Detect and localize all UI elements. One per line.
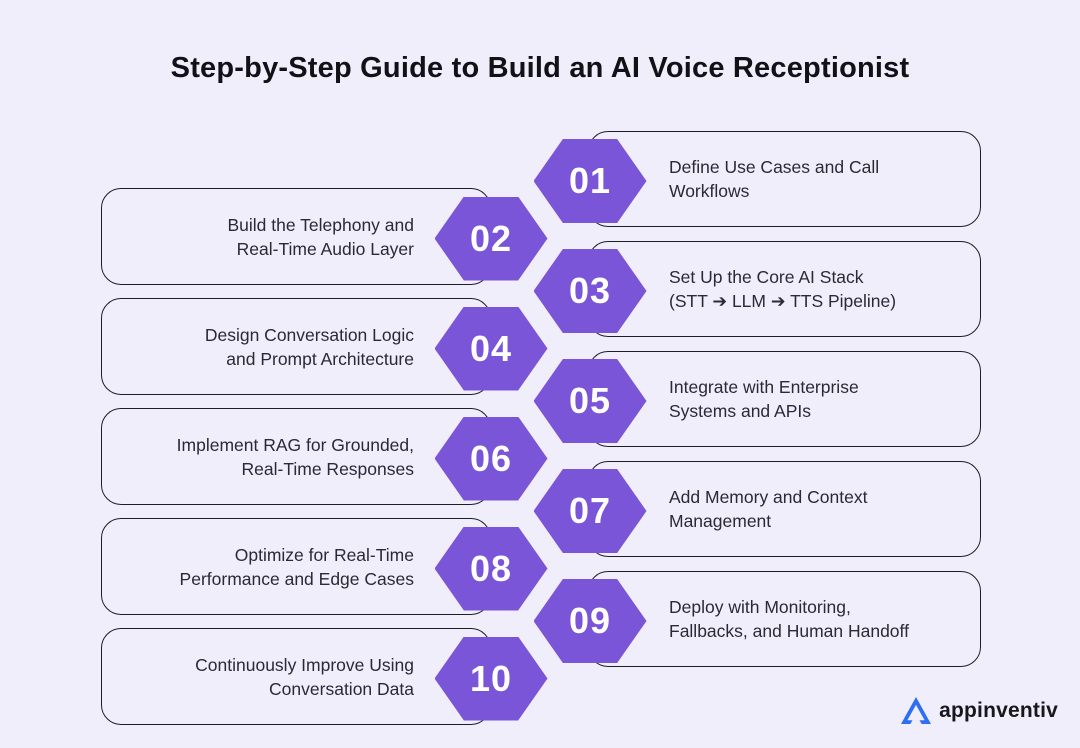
appinventiv-logo: appinventiv — [901, 697, 1058, 724]
step-number: 09 — [568, 600, 612, 641]
step-05: Integrate with Enterprise Systems and AP… — [533, 351, 981, 447]
step-number: 01 — [568, 160, 612, 201]
step-03: Set Up the Core AI Stack (STT ➔ LLM ➔ TT… — [533, 241, 981, 337]
step-label: Build the Telephony and Real-Time Audio … — [227, 214, 415, 259]
step-label: Define Use Cases and Call Workflows — [669, 157, 880, 201]
step-07: Add Memory and Context Management 07 — [533, 461, 981, 557]
step-08: Optimize for Real-Time Performance and E… — [101, 518, 548, 615]
step-label: Optimize for Real-Time Performance and E… — [179, 544, 414, 589]
step-box: Add Memory and Context Management — [588, 461, 981, 557]
step-box: Design Conversation Logic and Prompt Arc… — [101, 298, 491, 395]
step-number: 07 — [568, 490, 612, 531]
step-box: Deploy with Monitoring, Fallbacks, and H… — [588, 571, 981, 667]
step-number: 10 — [469, 657, 513, 699]
step-label: Integrate with Enterprise Systems and AP… — [669, 377, 859, 421]
step-number: 08 — [469, 547, 513, 589]
step-number: 06 — [469, 437, 513, 479]
step-02: Build the Telephony and Real-Time Audio … — [101, 188, 548, 285]
step-box: Optimize for Real-Time Performance and E… — [101, 518, 491, 615]
appinventiv-triangle-icon — [901, 697, 932, 724]
step-box: Define Use Cases and Call Workflows — [588, 131, 981, 227]
step-04: Design Conversation Logic and Prompt Arc… — [101, 298, 548, 395]
step-box: Integrate with Enterprise Systems and AP… — [588, 351, 981, 447]
step-box: Set Up the Core AI Stack (STT ➔ LLM ➔ TT… — [588, 241, 981, 337]
step-box: Build the Telephony and Real-Time Audio … — [101, 188, 491, 285]
page-title: Step-by-Step Guide to Build an AI Voice … — [170, 52, 910, 84]
step-label: Design Conversation Logic and Prompt Arc… — [204, 324, 414, 369]
step-box: Continuously Improve Using Conversation … — [101, 628, 491, 725]
step-number: 03 — [568, 270, 612, 311]
step-01: Define Use Cases and Call Workflows 01 — [533, 131, 981, 227]
step-label: Add Memory and Context Management — [669, 487, 868, 531]
step-number: 02 — [469, 217, 513, 259]
appinventiv-logo-text: appinventiv — [939, 698, 1058, 722]
step-09: Deploy with Monitoring, Fallbacks, and H… — [533, 571, 981, 667]
step-number: 05 — [568, 380, 612, 421]
step-10: Continuously Improve Using Conversation … — [101, 628, 548, 725]
step-06: Implement RAG for Grounded, Real-Time Re… — [101, 408, 548, 505]
step-label: Set Up the Core AI Stack (STT ➔ LLM ➔ TT… — [669, 267, 897, 311]
step-number: 04 — [469, 327, 513, 369]
step-box: Implement RAG for Grounded, Real-Time Re… — [101, 408, 491, 505]
step-label: Continuously Improve Using Conversation … — [195, 654, 414, 699]
step-label: Implement RAG for Grounded, Real-Time Re… — [176, 434, 414, 479]
step-label: Deploy with Monitoring, Fallbacks, and H… — [669, 597, 909, 641]
